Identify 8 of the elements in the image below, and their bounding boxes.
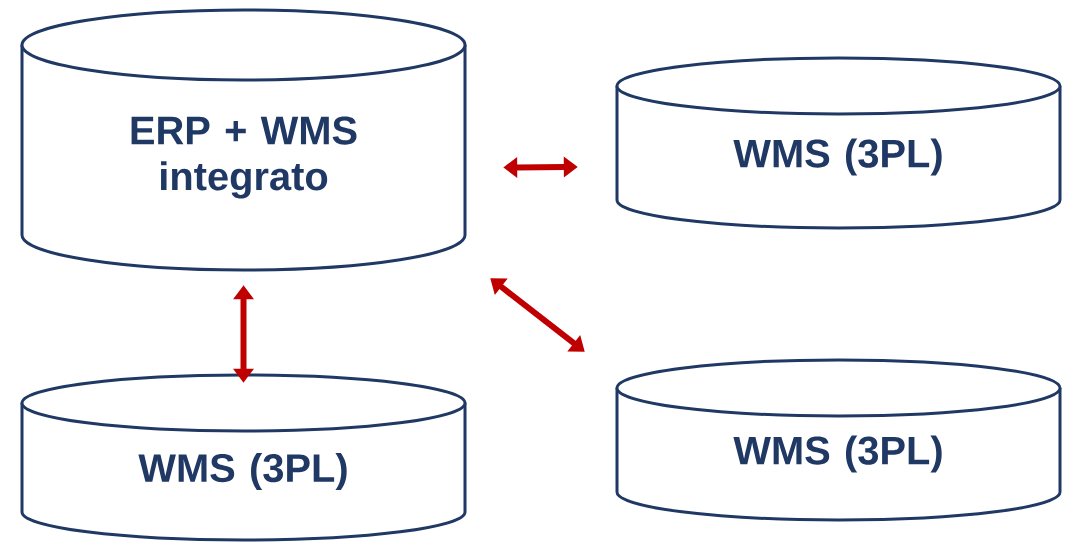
node-label: WMS (3PL) — [733, 435, 942, 473]
double-arrow — [490, 278, 585, 352]
database-cylinder: WMS (3PL) — [615, 358, 1062, 522]
database-cylinder: WMS (3PL) — [20, 373, 467, 542]
database-cylinder: WMS (3PL) — [615, 56, 1062, 230]
database-cylinder: ERP + WMS integrato — [20, 8, 467, 272]
node-label: WMS (3PL) — [138, 452, 347, 491]
node-label: WMS (3PL) — [733, 138, 942, 176]
